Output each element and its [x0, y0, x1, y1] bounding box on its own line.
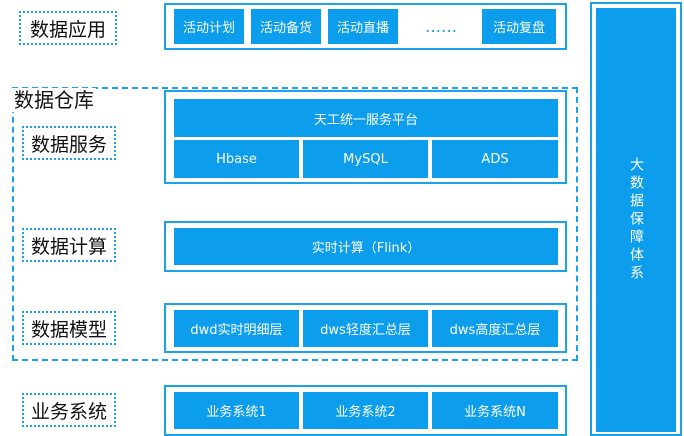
- store-hbase: Hbase: [174, 140, 299, 178]
- layer-label-application: 数据应用: [19, 11, 117, 45]
- service-platform: 天工统一服务平台: [174, 99, 558, 137]
- app-item-ellipsis: ……: [425, 17, 457, 36]
- guarantee-title: 大数据保障体系: [628, 157, 644, 283]
- warehouse-title: 数据仓库: [12, 88, 96, 112]
- business-system-2: 业务系统2: [303, 392, 428, 429]
- app-item-activity-stock: 活动备货: [251, 9, 321, 44]
- app-item-activity-live: 活动直播: [328, 9, 398, 44]
- model-layer-dws-light: dws轻度汇总层: [303, 310, 428, 347]
- business-system-n: 业务系统N: [432, 392, 558, 429]
- guarantee-panel: 大数据保障体系: [596, 8, 676, 432]
- app-item-activity-plan: 活动计划: [174, 9, 244, 44]
- model-layer-dwd: dwd实时明细层: [174, 310, 299, 347]
- layer-label-model: 数据模型: [22, 311, 116, 345]
- store-ads: ADS: [432, 140, 558, 178]
- business-system-1: 业务系统1: [174, 392, 299, 429]
- model-layer-dws-high: dws高度汇总层: [432, 310, 558, 347]
- layer-label-compute: 数据计算: [22, 228, 116, 262]
- realtime-compute: 实时计算（Flink）: [174, 228, 558, 265]
- layer-label-service: 数据服务: [22, 126, 116, 160]
- layer-label-business: 业务系统: [22, 393, 116, 427]
- app-item-activity-review: 活动复盘: [482, 9, 556, 44]
- store-mysql: MySQL: [303, 140, 428, 178]
- warehouse-boundary: [12, 87, 578, 361]
